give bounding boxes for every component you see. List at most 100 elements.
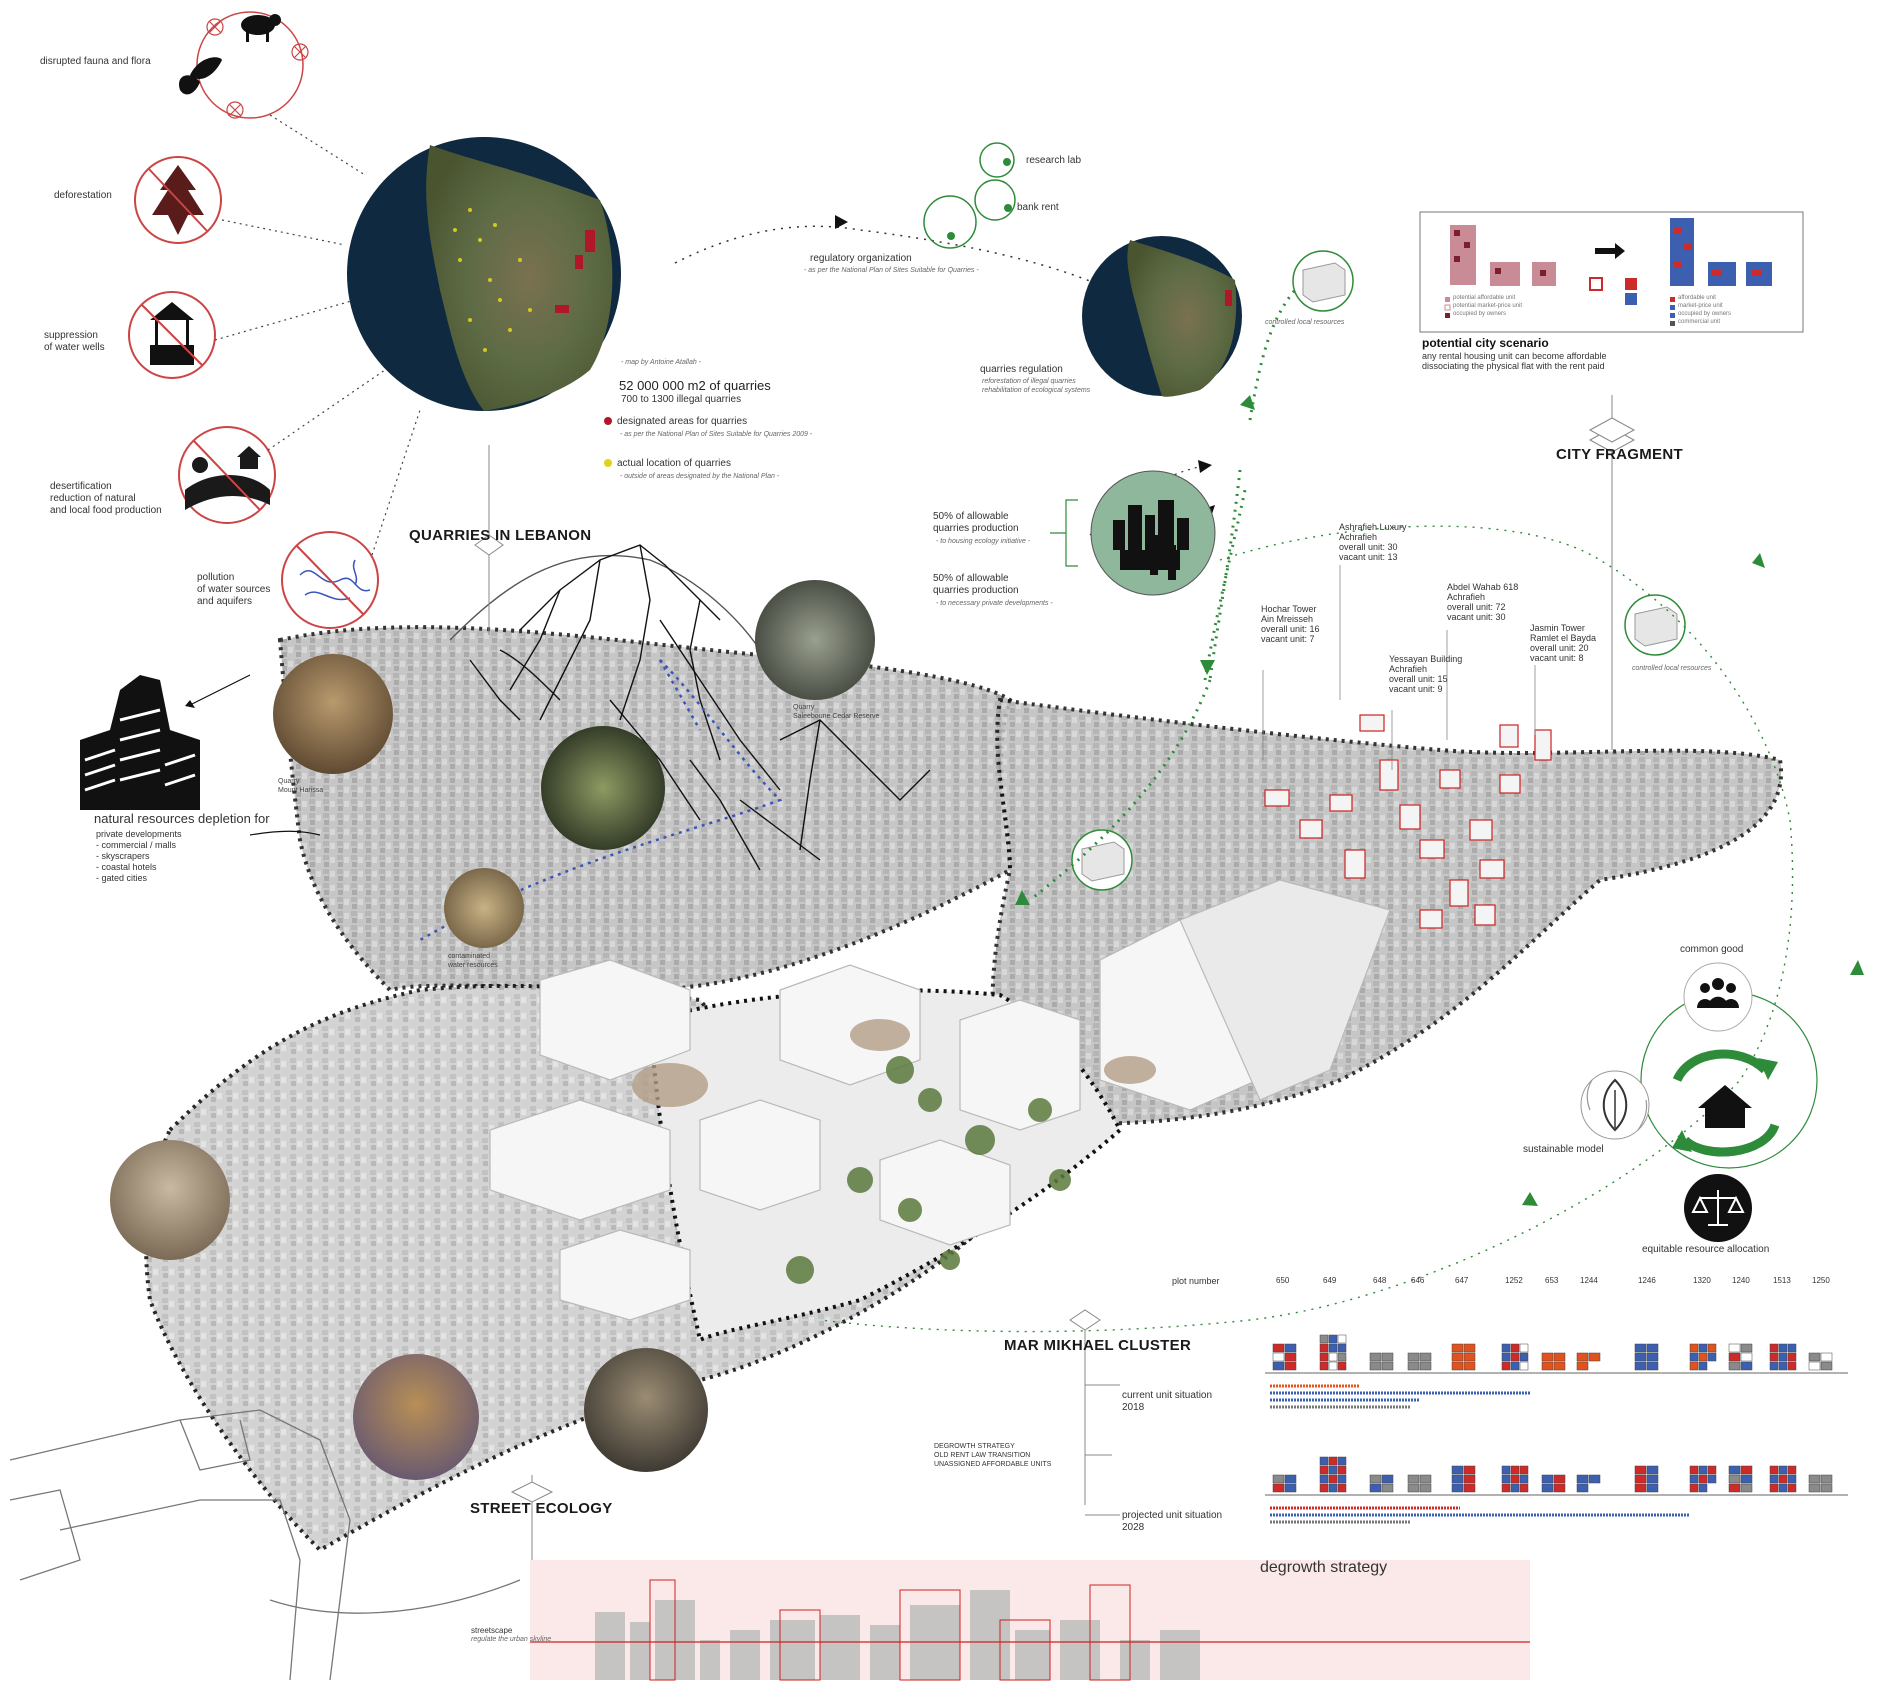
plot-number: 1320 xyxy=(1693,1276,1711,1285)
unit-cell xyxy=(1419,1474,1432,1484)
actual-dot xyxy=(604,459,612,468)
plot-number: 1252 xyxy=(1505,1276,1523,1285)
legend-right-2: market-price unit xyxy=(1678,303,1723,309)
unit-cell xyxy=(1820,1474,1833,1484)
skyscraper-icon xyxy=(80,675,200,810)
cluster-greenery xyxy=(786,1056,1071,1284)
unit-cell xyxy=(1553,1352,1566,1362)
unit-cell xyxy=(1319,1456,1329,1466)
unit-cell xyxy=(1319,1334,1329,1344)
allowance-1-note: - to housing ecology initiative - xyxy=(936,538,1031,545)
unit-cell xyxy=(1463,1343,1476,1353)
scenario-bars-right xyxy=(1670,218,1772,286)
unit-cell xyxy=(1553,1483,1566,1493)
bank-rent-label: bank rent xyxy=(1017,202,1059,213)
legend-right-4: commercial unit xyxy=(1678,319,1721,325)
scenario-legend-right: affordable unit market-price unit occupi… xyxy=(1678,294,1778,326)
unit-cell xyxy=(1328,1456,1338,1466)
quarry-count: 700 to 1300 illegal quarries xyxy=(621,394,742,405)
city-fragment-heading: CITY FRAGMENT xyxy=(1556,446,1683,463)
unit-cell xyxy=(1337,1456,1347,1466)
unit-cell xyxy=(1463,1474,1476,1484)
mountain-sketch xyxy=(449,544,931,871)
unit-cell xyxy=(1319,1343,1329,1353)
house-icon xyxy=(1698,1085,1752,1128)
tower-place: Ramlet el Bayda xyxy=(1530,633,1597,643)
projected-unit-label: projected unit situation 2028 xyxy=(1122,1510,1223,1533)
unit-cell xyxy=(1369,1361,1382,1371)
unit-cell xyxy=(1463,1465,1476,1475)
pollution-label: pollution of water sources and aquifers xyxy=(197,572,271,607)
unit-cell xyxy=(1778,1465,1788,1475)
unit-cell xyxy=(1510,1343,1520,1353)
unit-cell xyxy=(1634,1474,1647,1484)
streetscape-outline xyxy=(649,1579,1131,1681)
unit-cell xyxy=(1272,1474,1285,1484)
unit-cell xyxy=(1519,1361,1529,1371)
unit-cell xyxy=(1769,1474,1779,1484)
legend-left-3: occupied by owners xyxy=(1453,311,1507,317)
current-unit-label: current unit situation 2018 xyxy=(1122,1390,1213,1413)
unit-cell xyxy=(1319,1474,1329,1484)
street-plan xyxy=(9,1409,521,1681)
depletion-arrow-2 xyxy=(249,830,321,836)
unit-cell xyxy=(1407,1361,1420,1371)
unit-cell xyxy=(1541,1483,1554,1493)
unit-cell xyxy=(1451,1343,1464,1353)
unit-cell xyxy=(1519,1343,1529,1353)
unit-cell xyxy=(1369,1474,1382,1484)
unit-cell xyxy=(1634,1465,1647,1475)
unit-cell xyxy=(1328,1483,1338,1493)
unit-cell xyxy=(1787,1474,1797,1484)
plot-number: 1246 xyxy=(1638,1276,1656,1285)
street-building-photo xyxy=(110,1140,230,1260)
deforestation-label: deforestation xyxy=(54,190,112,201)
quarry-harissa-photo xyxy=(273,654,393,774)
water-pollution-icon xyxy=(281,531,379,629)
unit-cell xyxy=(1787,1361,1797,1371)
unit-cell xyxy=(1328,1361,1338,1371)
streetscape-label: streetscape xyxy=(471,1626,513,1635)
unit-cell xyxy=(1728,1465,1741,1475)
sheep-icon xyxy=(241,14,281,42)
actual-label: actual location of quarries xyxy=(617,458,731,469)
unit-cell xyxy=(1778,1474,1788,1484)
unit-cell xyxy=(1689,1465,1699,1475)
unit-cell xyxy=(1419,1361,1432,1371)
street-facade-photo xyxy=(584,1348,708,1472)
quarry-area: 52 000 000 m2 of quarries xyxy=(619,378,771,393)
unit-cell xyxy=(1740,1343,1753,1353)
actual-legend: actual location of quarries xyxy=(604,458,731,470)
unit-cell xyxy=(1808,1352,1821,1362)
unit-cell xyxy=(1407,1352,1420,1362)
strategy-label: DEGROWTH STRATEGY OLD RENT LAW TRANSITIO… xyxy=(934,1443,1052,1468)
unit-cell xyxy=(1689,1352,1699,1362)
unit-cell xyxy=(1553,1474,1566,1484)
controlled-local-label-2: controlled local resources xyxy=(1632,665,1712,672)
plot-number: 1240 xyxy=(1732,1276,1750,1285)
unit-cell xyxy=(1369,1352,1382,1362)
unit-cell xyxy=(1646,1474,1659,1484)
unit-cell xyxy=(1541,1352,1554,1362)
unit-cell xyxy=(1328,1343,1338,1353)
unit-cell xyxy=(1272,1352,1285,1362)
unit-cell xyxy=(1728,1474,1741,1484)
unit-cell xyxy=(1769,1343,1779,1353)
urban-territory-map xyxy=(9,625,1784,1681)
unit-cell xyxy=(1419,1352,1432,1362)
unit-cell xyxy=(1740,1474,1753,1484)
plot-number: 647 xyxy=(1455,1276,1469,1285)
allowance-2-note: - to necessary private developments - xyxy=(936,600,1053,607)
unit-cell xyxy=(1576,1474,1589,1484)
resource-block-icon-3 xyxy=(1071,829,1133,891)
housing-ecology-icon xyxy=(1090,470,1216,596)
projected-legend-lines xyxy=(1270,1506,1690,1524)
tower-name: Abdel Wahab 618 xyxy=(1447,582,1519,592)
unit-cell xyxy=(1740,1483,1753,1493)
unit-cell xyxy=(1337,1361,1347,1371)
current-unit-chart xyxy=(1272,1334,1833,1371)
unit-cell xyxy=(1778,1343,1788,1353)
tower-leaders xyxy=(1262,565,1536,770)
